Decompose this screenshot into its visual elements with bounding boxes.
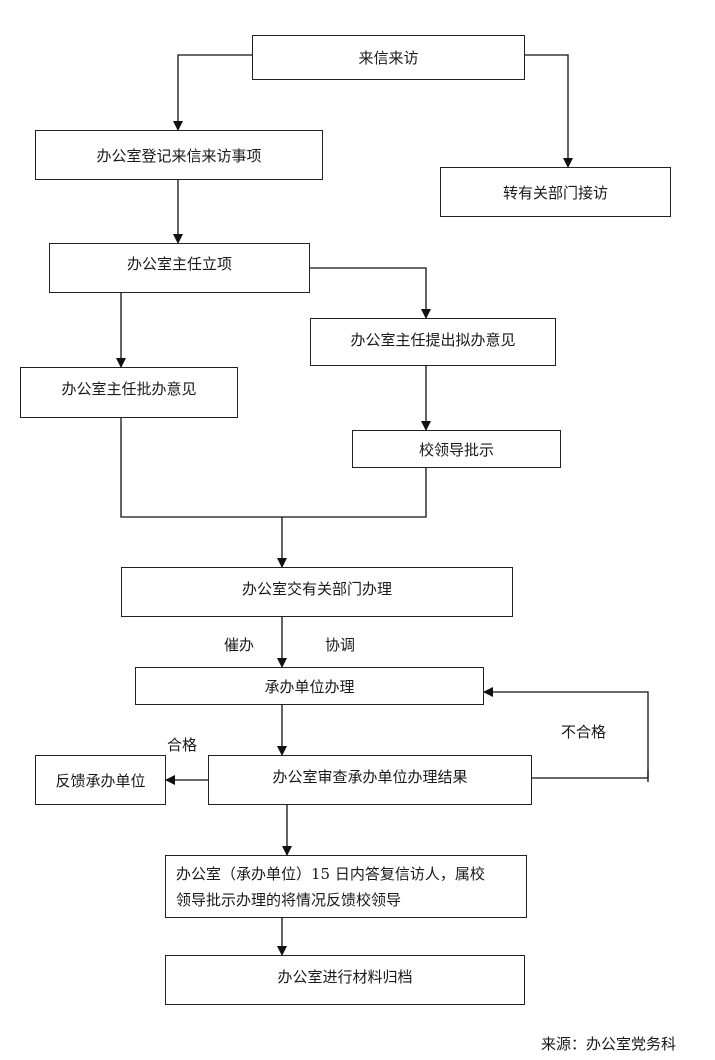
node-leader-instruct: 校领导批示 (352, 430, 561, 468)
node-transfer-dept: 转有关部门接访 (440, 167, 671, 217)
node-director-propose: 办公室主任提出拟办意见 (310, 318, 556, 366)
edge-label-unqualified: 不合格 (561, 723, 607, 741)
edge-visits-register (173, 54, 252, 131)
node-director-propose-label: 办公室主任提出拟办意见 (350, 331, 516, 349)
node-office-register: 办公室登记来信来访事项 (35, 130, 323, 180)
node-director-project-label: 办公室主任立项 (126, 255, 232, 273)
edge-visits-transfer (525, 54, 573, 168)
node-feedback-unit: 反馈承办单位 (35, 755, 166, 805)
node-director-approve-label: 办公室主任批办意见 (61, 380, 197, 398)
node-office-handover: 办公室交有关部门办理 (121, 567, 513, 617)
node-office-handover-label: 办公室交有关部门办理 (241, 580, 392, 598)
edge-project-propose (310, 267, 431, 319)
node-visits-label: 来信来访 (358, 49, 419, 67)
node-office-review-label: 办公室审查承办单位办理结果 (272, 768, 468, 786)
edge-review-loop (483, 687, 649, 779)
node-leader-instruct-label: 校领导批示 (418, 440, 494, 459)
node-reply-line2: 领导批示办理的将情况反馈校领导 (176, 890, 402, 909)
source-footer: 来源：办公室党务科 (541, 1035, 677, 1053)
edge-approve-merge (120, 418, 427, 518)
node-reply: 办公室（承办单位）15 日内答复信访人，属校 领导批示办理的将情况反馈校领导 (165, 855, 527, 918)
edge-label-qualified: 合格 (167, 736, 198, 754)
node-director-approve: 办公室主任批办意见 (20, 367, 238, 418)
edge-label-coordinate: 协调 (325, 636, 356, 654)
edge-label-urge: 催办 (224, 636, 255, 654)
node-feedback-unit-label: 反馈承办单位 (55, 771, 146, 790)
node-archive-label: 办公室进行材料归档 (277, 968, 413, 986)
node-reply-line1: 办公室（承办单位）15 日内答复信访人，属校 (176, 864, 485, 883)
node-visits: 来信来访 (252, 35, 525, 80)
node-director-project: 办公室主任立项 (49, 243, 310, 293)
node-office-register-label: 办公室登记来信来访事项 (96, 146, 262, 165)
node-transfer-dept-label: 转有关部门接访 (502, 183, 608, 202)
node-office-review: 办公室审查承办单位办理结果 (208, 755, 532, 805)
node-archive: 办公室进行材料归档 (165, 955, 525, 1005)
node-unit-handle: 承办单位办理 (135, 667, 484, 705)
node-unit-handle-label: 承办单位办理 (264, 677, 355, 696)
